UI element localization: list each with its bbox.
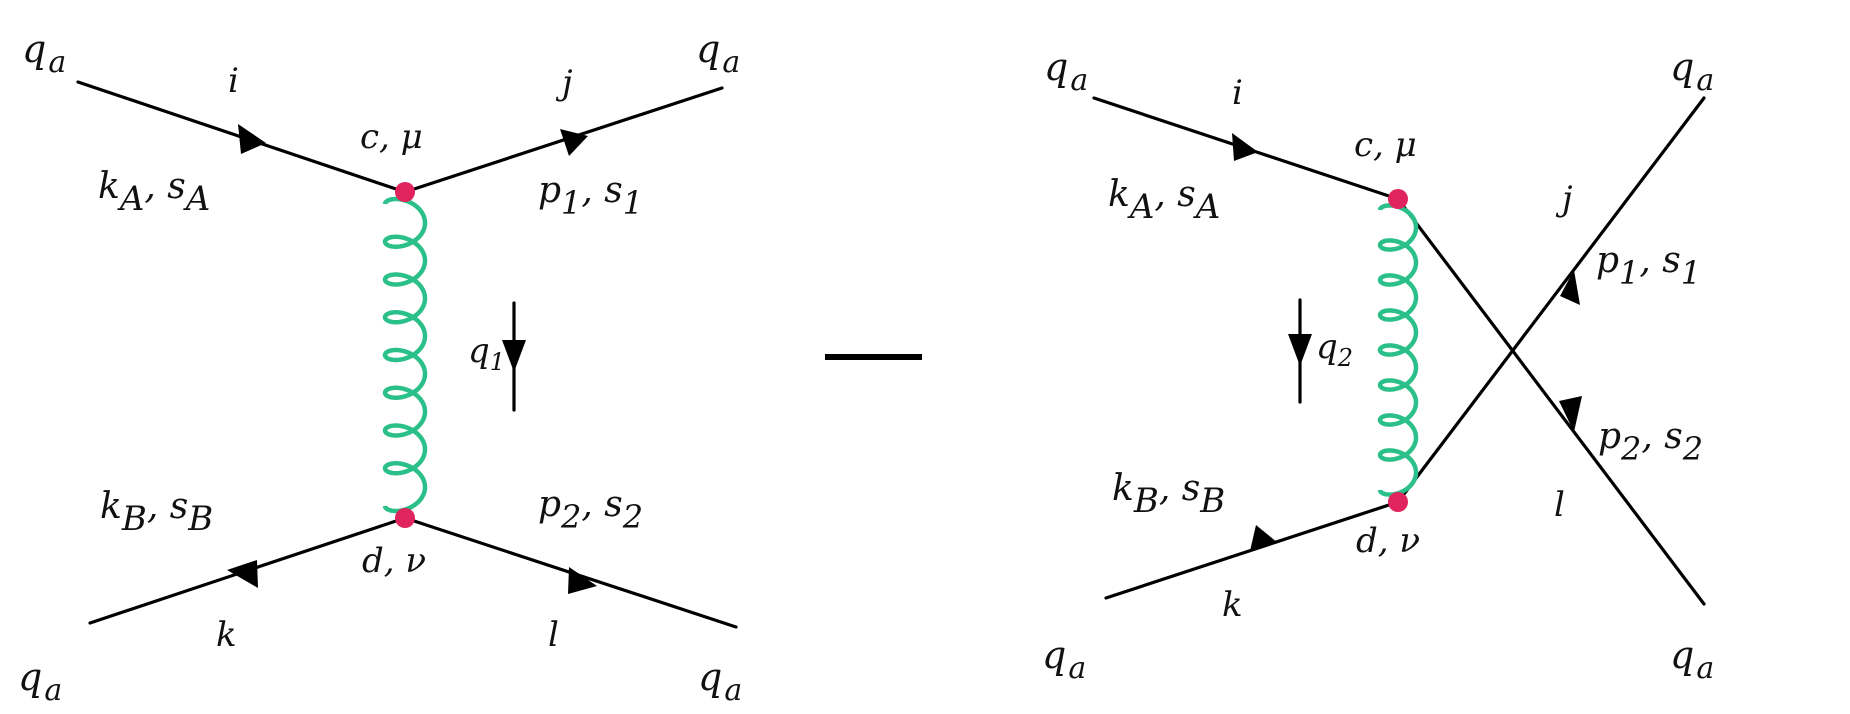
arrow-icon (568, 567, 597, 594)
label-in-bottom: qa (1042, 633, 1086, 686)
fermion-line-crossed-l (1396, 197, 1706, 606)
arrow-icon (1232, 133, 1258, 161)
momentum-label-kA-sA: kA, sA (1108, 174, 1220, 227)
label-in-bottom: qa (18, 655, 62, 708)
fermion-line-out-top (403, 86, 724, 194)
momentum-label-p2-s2: p2, s2 (538, 484, 643, 536)
arrow-icon (1250, 525, 1278, 551)
momentum-label-kB-sB: kB, sB (100, 486, 213, 539)
diagram-u-channel: qa qa qa qa i j k l c, μ d, ν kA, sA kB,… (1042, 45, 1714, 686)
arrow-icon (238, 124, 266, 154)
vertex-label-top: c, μ (1354, 125, 1417, 165)
color-index-l: l (548, 615, 559, 655)
vertex-bottom (1388, 492, 1408, 512)
arrow-icon (1559, 396, 1582, 432)
down-arrow-icon (502, 340, 526, 372)
vertex-bottom (395, 508, 415, 528)
arrow-icon (227, 560, 258, 588)
gluon-propagator (382, 196, 428, 514)
color-index-l: l (1554, 485, 1565, 525)
momentum-transfer-label: q1 (468, 331, 505, 376)
gluon-propagator (1377, 203, 1419, 497)
color-index-j: j (1555, 179, 1573, 219)
vertex-top (395, 182, 415, 202)
arrow-icon (1560, 270, 1580, 305)
momentum-label-p1-s1: p1, s1 (538, 170, 643, 222)
vertex-label-top: c, μ (360, 117, 423, 157)
vertex-top (1388, 189, 1408, 209)
color-index-i: i (228, 61, 239, 101)
down-arrow-icon (1288, 334, 1312, 366)
momentum-label-kA-sA: kA, sA (98, 166, 210, 219)
color-index-k: k (216, 615, 237, 655)
label-in-top: qa (22, 27, 66, 80)
color-index-j: j (555, 63, 573, 103)
diagram-t-channel: qa qa qa qa i j k l c, μ d, ν kA, sA kB,… (18, 27, 742, 708)
arrow-icon (560, 129, 588, 156)
label-out-top: qa (696, 27, 740, 80)
momentum-transfer-label: q2 (1316, 327, 1353, 372)
fermion-line-crossed-j (1396, 96, 1706, 504)
label-in-top: qa (1044, 45, 1088, 98)
color-index-k: k (1222, 585, 1243, 625)
momentum-label-p2-s2: p2, s2 (1598, 416, 1703, 468)
color-index-i: i (1232, 73, 1243, 113)
label-out-bottom: qa (1670, 633, 1714, 686)
label-out-bottom: qa (698, 655, 742, 708)
vertex-label-bottom: d, ν (362, 541, 426, 581)
label-out-top: qa (1670, 45, 1714, 98)
momentum-label-p1-s1: p1, s1 (1596, 240, 1701, 292)
vertex-label-bottom: d, ν (1356, 521, 1420, 561)
momentum-label-kB-sB: kB, sB (1112, 468, 1225, 521)
